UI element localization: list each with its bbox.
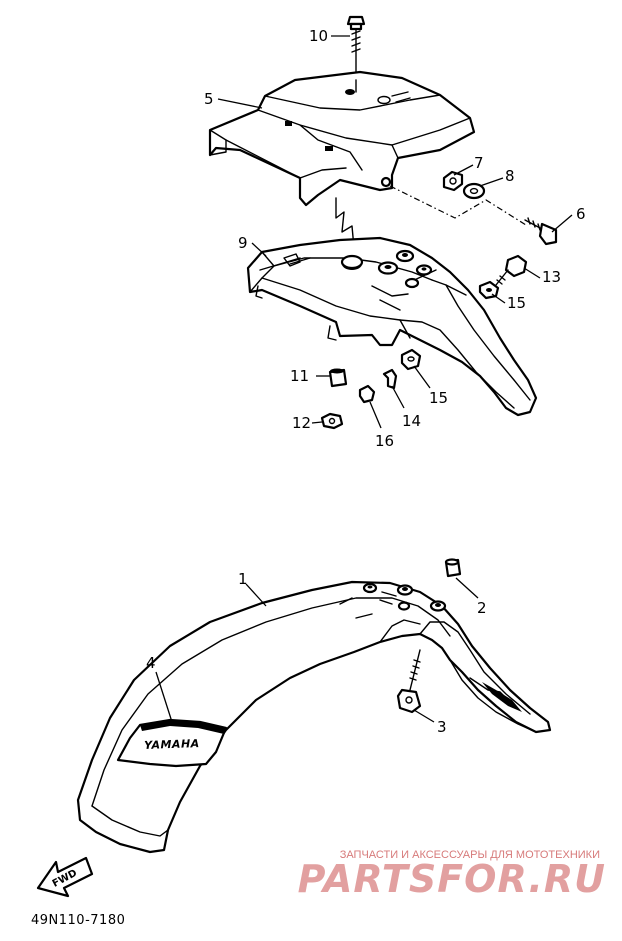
grommet-cluster: [377, 249, 433, 289]
collar-15-lower[interactable]: [400, 348, 422, 371]
nut-7[interactable]: [442, 170, 464, 192]
nut-12[interactable]: [320, 412, 344, 430]
callout-14: 14: [402, 412, 421, 430]
callout-10: 10: [309, 27, 328, 45]
bolt-6[interactable]: [524, 217, 558, 246]
callout-9: 9: [238, 234, 248, 252]
alignment-line-6: [389, 185, 527, 226]
bolt-3[interactable]: [396, 649, 422, 714]
collar-2[interactable]: [444, 558, 462, 578]
clip-14[interactable]: [382, 368, 398, 390]
washer-8[interactable]: [462, 182, 486, 200]
callout-7: 7: [474, 154, 484, 172]
nut-16[interactable]: [358, 384, 376, 404]
forward-direction-arrow: FWD: [36, 856, 94, 898]
callout-16: 16: [375, 432, 394, 450]
watermark: ЗАПЧАСТИ И АКСЕССУАРЫ ДЛЯ МОТОТЕХНИКИ PA…: [298, 849, 606, 901]
callout-12: 12: [292, 414, 311, 432]
callout-8: 8: [505, 167, 515, 185]
upper-cover-5[interactable]: [208, 70, 476, 207]
spacer-11[interactable]: [328, 368, 348, 388]
bolt-13[interactable]: [495, 254, 528, 286]
emblem-text: YAMAHA: [144, 737, 200, 752]
callout-13: 13: [542, 268, 561, 286]
mounting-holes: [362, 582, 447, 612]
leader-lines: [155, 35, 573, 723]
watermark-logo: PARTSFOR.RU: [298, 857, 606, 901]
callout-2: 2: [477, 599, 487, 617]
callout-labels: 10 5 7 8 6 9 13 15 11 15 14 12 16 1 2 4 …: [146, 27, 586, 736]
callout-1: 1: [238, 570, 248, 588]
callout-11: 11: [290, 367, 309, 385]
callout-4: 4: [146, 654, 156, 672]
emblem-decal-4[interactable]: YAMAHA: [116, 718, 228, 768]
assembly-break-line: [335, 197, 355, 249]
watermark-caption: ЗАПЧАСТИ И АКСЕССУАРЫ ДЛЯ МОТОТЕХНИКИ: [340, 849, 600, 861]
callout-6: 6: [576, 205, 586, 223]
callout-3: 3: [437, 718, 447, 736]
bolt-10[interactable]: [346, 15, 366, 81]
callout-15-lower: 15: [429, 389, 448, 407]
diagram-code: 49N110-7180: [31, 913, 125, 928]
callout-5: 5: [204, 90, 214, 108]
callout-15-upper: 15: [507, 294, 526, 312]
front-fender-1[interactable]: [76, 580, 552, 854]
rear-fender-9[interactable]: [246, 236, 538, 417]
